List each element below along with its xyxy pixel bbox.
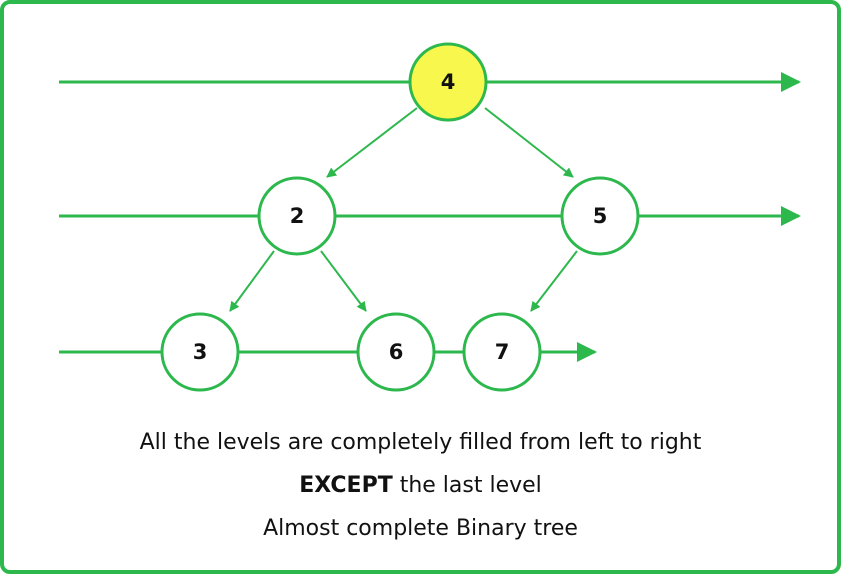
node-3-label: 3 — [193, 340, 208, 364]
tree-node-6: 6 — [356, 312, 436, 392]
edge-2-3 — [229, 250, 275, 312]
caption-line-3: Almost complete Binary tree — [263, 516, 578, 541]
edge-5-7 — [530, 250, 578, 312]
edge-4-2 — [326, 107, 418, 178]
caption-line-1: All the levels are completely filled fro… — [139, 430, 702, 455]
tree-edges — [229, 107, 578, 312]
edge-4-5 — [484, 107, 574, 178]
binary-tree-diagram: 4 2 5 3 6 7 — [59, 42, 801, 392]
node-2-label: 2 — [290, 204, 305, 228]
node-4-label: 4 — [441, 70, 456, 94]
caption-line-2: EXCEPT the last level — [4, 473, 837, 498]
node-7-label: 7 — [495, 340, 510, 364]
level-lines — [59, 72, 801, 362]
caption-last-level: the last level — [392, 473, 542, 498]
node-6-label: 6 — [389, 340, 404, 364]
tree-node-3: 3 — [160, 312, 240, 392]
tree-node-2: 2 — [257, 176, 337, 256]
tree-node-5: 5 — [560, 176, 640, 256]
caption-except-bold: EXCEPT — [299, 473, 393, 498]
edge-2-6 — [320, 250, 367, 312]
tree-node-4: 4 — [408, 42, 488, 122]
tree-node-7: 7 — [462, 312, 542, 392]
node-5-label: 5 — [593, 204, 608, 228]
